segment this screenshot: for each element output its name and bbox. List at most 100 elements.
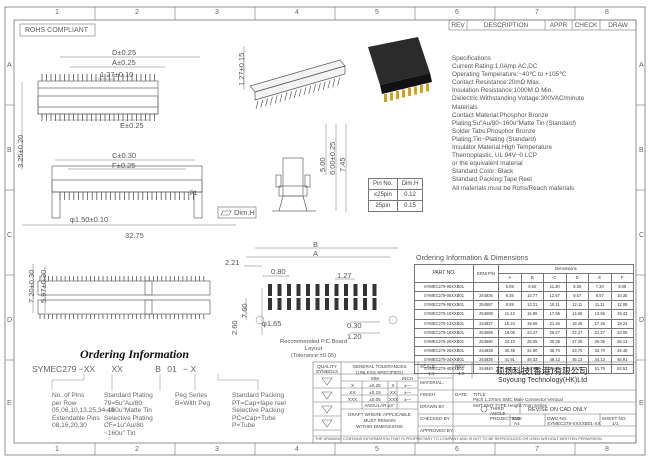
rev-header-appr: APPR bbox=[549, 22, 568, 29]
footer-note: THE DRAWING CONTAINS INFORMATION THAT IS… bbox=[315, 437, 602, 441]
column-label: 5 bbox=[375, 446, 379, 453]
column-label: 1 bbox=[55, 9, 59, 16]
pcb-pad bbox=[353, 298, 358, 310]
pin-table-cell: 0.12 bbox=[396, 189, 424, 201]
pcb-pad bbox=[296, 298, 301, 310]
pcb-pad bbox=[296, 284, 301, 296]
ordering-line: Selective Plating bbox=[104, 414, 153, 422]
table-cell: 13.65 bbox=[588, 309, 612, 320]
pcb-pad bbox=[277, 298, 282, 310]
ordering-line: Extendable Pins bbox=[52, 414, 100, 422]
pin-table-cell: 0.15 bbox=[396, 200, 424, 212]
table-cell: SYMEC279-10XXB01 bbox=[414, 309, 474, 320]
revise-note: REVISE ON CAD ONLY bbox=[528, 407, 588, 413]
table-cell: 45.13 bbox=[565, 354, 589, 366]
table-cell: 11.30 bbox=[543, 282, 567, 293]
pin-line bbox=[270, 96, 273, 105]
dim-hole: φ1.50±0.10 bbox=[70, 215, 109, 224]
tolerance-cell: ±— bbox=[403, 383, 412, 388]
pin-line bbox=[284, 92, 288, 101]
draft-line: WITHIN DIMENSIONS bbox=[356, 424, 403, 429]
pin-line bbox=[294, 89, 297, 99]
dim-500: 5.00 bbox=[318, 157, 327, 172]
table-cell: 46.33 bbox=[520, 354, 544, 366]
tol-mm: MM bbox=[371, 376, 379, 381]
rev-header-description: DESCRIPTION bbox=[483, 22, 529, 29]
table-cell: 10.35 bbox=[610, 291, 634, 302]
table-cell: 11.11 bbox=[588, 300, 612, 311]
connector-render bbox=[368, 37, 432, 102]
code-part: XX bbox=[111, 364, 123, 374]
spec-line: All materials must be Rohs/Reach materia… bbox=[452, 184, 575, 192]
table-cell: 26.35 bbox=[588, 336, 612, 347]
rev-header-check: CHECK bbox=[574, 22, 598, 29]
specifications: Specifications Current Rating:1.0Amp AC,… bbox=[452, 55, 584, 193]
table-cell: 41.91 bbox=[498, 354, 522, 366]
scale-value: 1:1 bbox=[428, 371, 435, 376]
pcb-pad bbox=[287, 298, 291, 310]
layout-caption-line: Layout bbox=[304, 346, 323, 352]
spec-line: Contact Material:Phosphor Bronze bbox=[452, 111, 549, 119]
rohs-label: ROHS COMPLIANT bbox=[25, 27, 89, 34]
drawn-by: DRAWN BY bbox=[420, 404, 445, 409]
table-cell: SYMEC279-13XXB01 bbox=[414, 318, 474, 329]
row-label: A bbox=[7, 62, 12, 69]
layout-dim-hole: φ1.65 bbox=[262, 319, 282, 328]
pcb-pad bbox=[334, 284, 339, 296]
third-angle: THIRD ANGLE PROJECTION bbox=[490, 406, 520, 421]
pcb-pad bbox=[372, 284, 377, 296]
pin-line bbox=[255, 100, 259, 110]
table-cell: 34.48 bbox=[610, 345, 634, 356]
table-cell: 12.57 bbox=[543, 291, 567, 302]
layout-dim-030: 0.30 bbox=[347, 321, 362, 330]
gold-pin bbox=[390, 92, 393, 101]
column-label: 8 bbox=[605, 9, 609, 16]
material-label: MATERIAL: bbox=[420, 380, 444, 385]
finish-label: FINISH: bbox=[420, 392, 437, 397]
row-label: D bbox=[7, 317, 13, 324]
table-cell: 21.46 bbox=[543, 318, 567, 329]
row-label: D bbox=[639, 317, 645, 324]
title-line1: Pitch 1.27mm SMC Male Connector Vertical bbox=[473, 397, 563, 402]
table-cell: SYMEC279-05XXB01 bbox=[414, 282, 474, 293]
tolerance-cell: ±— bbox=[403, 397, 412, 402]
column-label: 1 bbox=[55, 446, 59, 453]
table-cell: 254590 bbox=[473, 336, 499, 347]
code-part: X bbox=[190, 364, 197, 374]
order-dim-header: A bbox=[498, 273, 522, 284]
pin-line bbox=[298, 88, 302, 97]
dim-a: A±0.25 bbox=[112, 58, 136, 67]
table-cell: 9.50 bbox=[520, 282, 544, 293]
size-label: SIZE bbox=[512, 416, 523, 421]
gold-pin bbox=[426, 83, 429, 92]
table-cell: 48.13 bbox=[543, 354, 567, 366]
pin-line bbox=[337, 77, 340, 86]
row-label: C bbox=[639, 232, 645, 239]
table-cell: 15.11 bbox=[543, 300, 567, 311]
table-cell: 15.85 bbox=[520, 309, 544, 320]
table-cell: 30.35 bbox=[543, 336, 567, 347]
row-label: B bbox=[639, 147, 644, 154]
code-part: − bbox=[183, 364, 189, 374]
table-cell: 23.05 bbox=[610, 327, 634, 338]
table-cell: 11.43 bbox=[498, 309, 522, 320]
pcb-pad bbox=[315, 298, 320, 310]
pin-line bbox=[322, 81, 326, 90]
pcb-pad bbox=[344, 298, 348, 310]
pin-line bbox=[318, 82, 321, 92]
sheet-value: 1/1 bbox=[612, 421, 619, 426]
dim-total: 32.75 bbox=[125, 231, 144, 240]
column-label: 8 bbox=[605, 446, 609, 453]
table-cell: 8.57 bbox=[588, 291, 612, 302]
tolerance-cell: ±0.15 bbox=[369, 390, 381, 395]
table-cell: 244837 bbox=[473, 318, 499, 329]
spec-line: Dielectric Withstanding Voltage:300VAC/m… bbox=[452, 95, 585, 103]
order-dim-header: E bbox=[588, 273, 612, 284]
